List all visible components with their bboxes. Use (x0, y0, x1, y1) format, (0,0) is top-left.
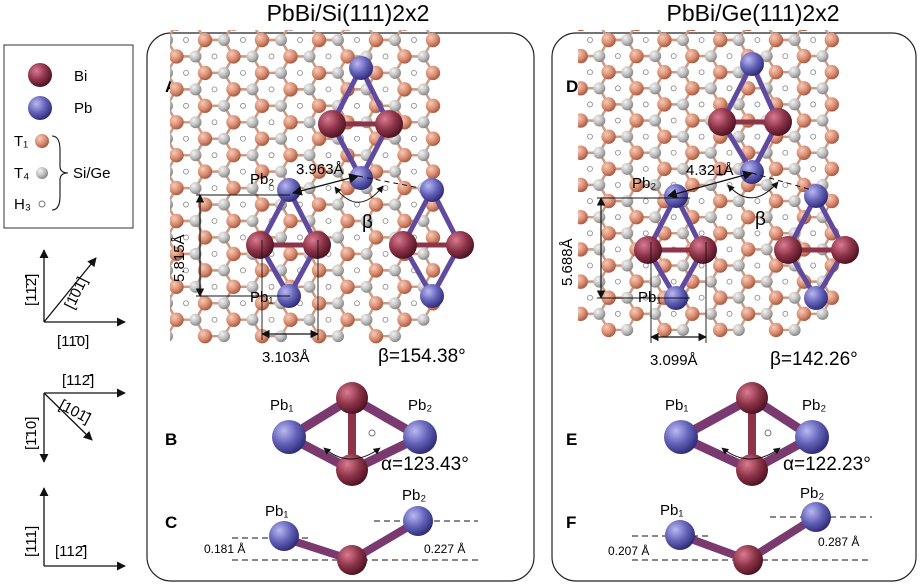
si-pb1-label: Pb₁ (250, 289, 273, 306)
legend-brace (51, 135, 69, 211)
lattice-si (170, 30, 474, 344)
ge-pb1-atom (664, 420, 698, 454)
cluster-ge-top-view (664, 382, 829, 486)
annotations-si (195, 173, 421, 340)
legend-bi-icon (28, 63, 52, 87)
axis2-horizontal: [112̄] (62, 372, 94, 389)
axis3-vertical: [111] (23, 526, 40, 557)
si-beta-angle: β=154.38° (378, 346, 466, 367)
legend-pb-icon (28, 96, 52, 120)
legend-h3-icon (38, 200, 46, 208)
si-bi-atom-bottom (336, 454, 368, 486)
legend-substrate: Si/Ge (73, 165, 111, 182)
si-alpha-angle: α=123.43° (381, 454, 469, 475)
legend-t4: T₄ (14, 165, 29, 182)
ge-beta-angle: β=142.26° (770, 349, 858, 370)
cluster-ge-side-view (632, 502, 872, 575)
si-c-pb2-label: Pb₂ (402, 487, 426, 504)
axes-set-2 (39, 388, 126, 463)
panel-frame-ge (551, 32, 917, 582)
panel-label-f: F (566, 513, 576, 532)
legend-pb: Pb (74, 100, 92, 117)
si-side-bi-atom (337, 545, 367, 575)
si-vertical-distance: 5.815Å (171, 234, 188, 282)
ge-pb2-atom (795, 420, 829, 454)
ge-vertical-distance: 5.688Å (559, 238, 576, 286)
si-pb2-atom (403, 420, 437, 454)
ge-side-pb2-atom (801, 502, 831, 532)
legend-t1: T₁ (14, 133, 28, 150)
ge-b-pb2-label: Pb₂ (802, 397, 826, 414)
annotations-ge (596, 170, 813, 343)
ge-b-pb1-label: Pb₁ (665, 397, 688, 414)
ge-side-pb1-atom (665, 520, 695, 550)
si-pb1-atom (272, 420, 306, 454)
panel-label-c: C (165, 513, 177, 532)
si-pb2-label: Pb₂ (250, 171, 274, 188)
title-right: PbBi/Ge(111)2x2 (666, 0, 839, 26)
axis1-diagonal: [1̄01] (61, 274, 91, 311)
ge-bi-atom-bottom (736, 454, 768, 486)
panel-frame-si (146, 32, 535, 582)
si-height-2: 0.227 Å (424, 541, 465, 556)
ge-f-pb2-label: Pb₂ (800, 485, 824, 502)
panel-label-d: D (566, 77, 578, 96)
ge-pb1-label: Pb₁ (638, 289, 661, 306)
legend-h3: H₃ (14, 196, 31, 213)
axes-set-1 (39, 249, 126, 327)
si-height-1: 0.181 Å (204, 541, 245, 556)
ge-horizontal-distance: 3.099Å (650, 352, 698, 369)
legend-t1-icon (35, 134, 49, 148)
ge-height-2: 0.287 Å (818, 534, 859, 549)
ge-side-bi-atom (733, 545, 763, 575)
title-left: PbBi/Si(111)2x2 (267, 0, 430, 26)
ge-alpha-angle: α=122.23° (783, 454, 871, 475)
cluster-si-top-view (272, 382, 437, 486)
legend-bi: Bi (74, 68, 87, 85)
si-c-pb1-label: Pb₁ (265, 503, 288, 520)
ge-f-pb1-label: Pb₁ (660, 502, 683, 519)
ge-pb2-label: Pb₂ (632, 175, 656, 192)
si-bi-atom-top (336, 382, 368, 414)
si-horizontal-distance: 3.103Å (262, 349, 310, 366)
axis1-vertical: [11̄2̄] (23, 274, 40, 306)
si-beta-symbol: β (362, 212, 373, 233)
axis2-vertical: [1̄10] (23, 417, 40, 450)
panel-label-b: B (165, 430, 177, 449)
panel-label-e: E (566, 430, 577, 449)
si-side-pb1-atom (269, 521, 299, 551)
axes-set-3 (39, 487, 126, 571)
ge-height-1: 0.207 Å (608, 543, 649, 558)
si-side-pb2-atom (403, 506, 433, 536)
ge-bi-atom-top (736, 382, 768, 414)
si-pbpb-distance: 3.963Å (296, 161, 344, 178)
cluster-si-side-view (232, 506, 478, 575)
ge-beta-symbol: β (755, 209, 766, 230)
axis3-horizontal: [112̄] (55, 543, 87, 560)
ge-pbpb-distance: 4.321Å (686, 162, 734, 179)
si-b-pb2-label: Pb₂ (408, 397, 432, 414)
legend: Bi Pb T₁ T₄ H₃ Si/Ge (3, 44, 134, 229)
axis1-horizontal: [11̄0] (57, 333, 89, 350)
legend-t4-icon (36, 167, 48, 179)
si-b-pb1-label: Pb₁ (270, 397, 293, 414)
